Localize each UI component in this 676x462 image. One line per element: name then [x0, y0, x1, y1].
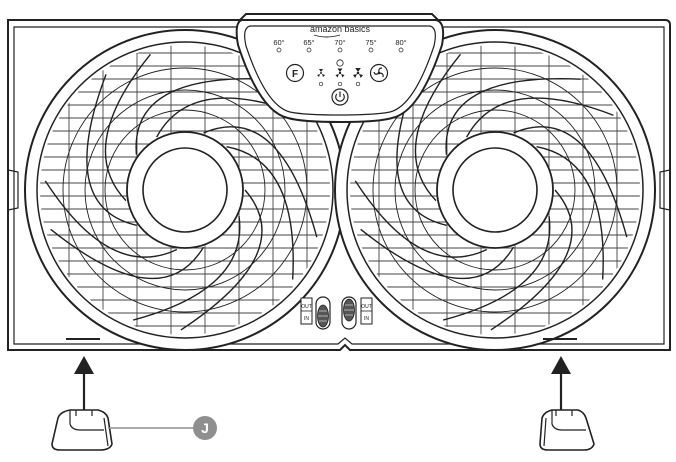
- temp-led-75: [368, 47, 374, 53]
- power-button[interactable]: [331, 88, 349, 106]
- left-fan-hub-inner: [142, 147, 228, 233]
- speed-high-icon: [353, 68, 363, 78]
- fan-blade-edge: [466, 97, 614, 138]
- right-fan: [334, 29, 656, 351]
- fan-icon: [373, 67, 384, 78]
- callout-j: J: [108, 416, 217, 440]
- grille-ring: [372, 67, 618, 313]
- function-button-label: F: [292, 69, 298, 80]
- fan-blade-edge: [132, 216, 241, 321]
- speed-high-led: [355, 81, 361, 87]
- temp-label-75: 75°: [365, 38, 376, 47]
- left-fan: [24, 29, 346, 351]
- temp-label-70: 70°: [334, 38, 345, 47]
- speed-medium-icon: [335, 68, 345, 78]
- fan-blade: [180, 189, 263, 331]
- speed-medium-led: [337, 81, 343, 87]
- left-switch-out-label: OUT: [301, 304, 312, 310]
- right-side-tab: [659, 169, 671, 211]
- fan-blade-edge: [104, 53, 152, 202]
- grille-ring: [394, 89, 596, 291]
- power-icon: [335, 91, 345, 102]
- fan-blade: [490, 189, 573, 331]
- fan-blade-edge: [354, 180, 488, 258]
- temp-led-65: [306, 47, 312, 53]
- temp-label-60: 60°: [273, 38, 284, 47]
- right-switch-in-label: IN: [364, 316, 369, 322]
- sensor-icon: [336, 59, 344, 67]
- temp-label-80: 80°: [395, 38, 406, 47]
- temp-led-70: [337, 47, 343, 53]
- left-airflow-switch[interactable]: OUT IN: [300, 296, 331, 330]
- brand-smile: [313, 34, 341, 38]
- grille-ring: [84, 89, 286, 291]
- fan-blade: [86, 74, 137, 226]
- fan-speed-button[interactable]: [369, 63, 389, 83]
- fan-blade: [360, 228, 515, 280]
- temp-label-65: 65°: [303, 38, 314, 47]
- callout-badge: [193, 416, 217, 440]
- left-foot: [51, 409, 113, 451]
- fan-blade: [513, 126, 628, 238]
- callout-label: J: [201, 420, 209, 436]
- left-insert-arrow: [74, 356, 94, 410]
- fan-blade-edge: [226, 145, 294, 280]
- brand-logo: amazon basics: [310, 24, 371, 34]
- control-panel: amazon basics 60° 65° 70° 75° 80° F: [235, 19, 445, 124]
- fan-blade-edge: [44, 180, 178, 258]
- fan-blade: [135, 77, 271, 155]
- fan-blade: [50, 228, 205, 280]
- temp-led-60: [276, 47, 282, 53]
- speed-low-led: [318, 81, 324, 87]
- fan-blade: [203, 126, 318, 238]
- fan-blade-edge: [536, 145, 604, 280]
- right-insert-arrow: [551, 356, 571, 410]
- left-side-tab: [7, 169, 19, 211]
- left-switch-in-label: IN: [304, 316, 309, 322]
- right-fan-hub-inner: [452, 147, 538, 233]
- grille-ring: [414, 109, 576, 271]
- grille-ring: [104, 109, 266, 271]
- right-foot: [539, 409, 595, 451]
- function-button[interactable]: F: [285, 63, 305, 83]
- speed-low-icon: [317, 69, 325, 77]
- fan-blade-edge: [442, 216, 551, 321]
- right-switch-out-label: OUT: [361, 304, 372, 310]
- fan-blade: [445, 77, 581, 155]
- fan-blade-edge: [414, 53, 462, 202]
- right-airflow-switch[interactable]: OUT IN: [341, 296, 373, 330]
- grille-ring: [62, 67, 308, 313]
- temp-led-80: [398, 47, 404, 53]
